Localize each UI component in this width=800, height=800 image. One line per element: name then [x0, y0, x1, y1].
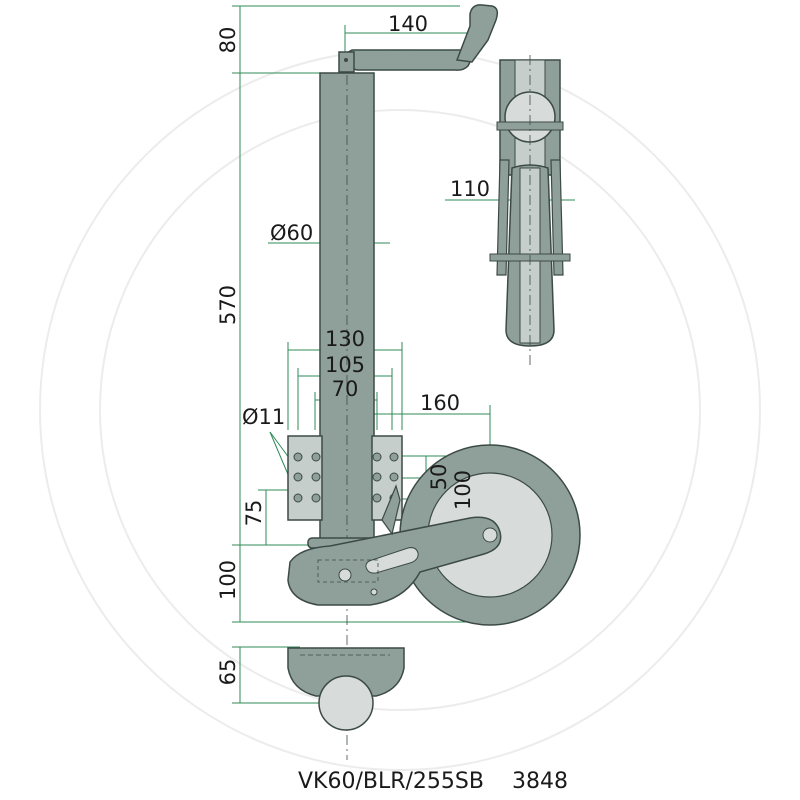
- dim-crank-reach: 140: [388, 12, 428, 36]
- dim-hole-diameter: Ø11: [242, 405, 285, 429]
- dim-clamp-height: 65: [216, 659, 240, 686]
- dim-wheel-width: 110: [450, 177, 490, 201]
- dim-wheel-lift: 100: [451, 470, 475, 510]
- dim-wheel-offset: 160: [420, 391, 460, 415]
- swing-arm: [287, 484, 502, 606]
- dim-tube-height: 570: [216, 285, 240, 325]
- dim-tube-diameter: Ø60: [270, 221, 313, 245]
- jack-front-view: [287, 4, 581, 760]
- dim-bracket-width-inner: 70: [332, 377, 359, 401]
- dim-hole-spacing: 50: [427, 464, 451, 491]
- dim-bracket-width-outer: 130: [325, 327, 365, 351]
- dim-bracket-height: 75: [242, 500, 266, 527]
- dimension-labels: 80 140 570 Ø60 130 105 70 Ø11 160 50 100…: [216, 12, 490, 685]
- jack-side-view: [489, 55, 571, 368]
- part-number: 3848: [512, 769, 568, 794]
- dim-crank-height: 80: [216, 27, 240, 54]
- clamp-view: [287, 647, 405, 731]
- dim-foot-height: 100: [216, 560, 240, 600]
- dim-bracket-width-mid: 105: [325, 353, 365, 377]
- model-caption: VK60/BLR/255SB: [298, 769, 484, 794]
- crank-handle: [338, 4, 499, 73]
